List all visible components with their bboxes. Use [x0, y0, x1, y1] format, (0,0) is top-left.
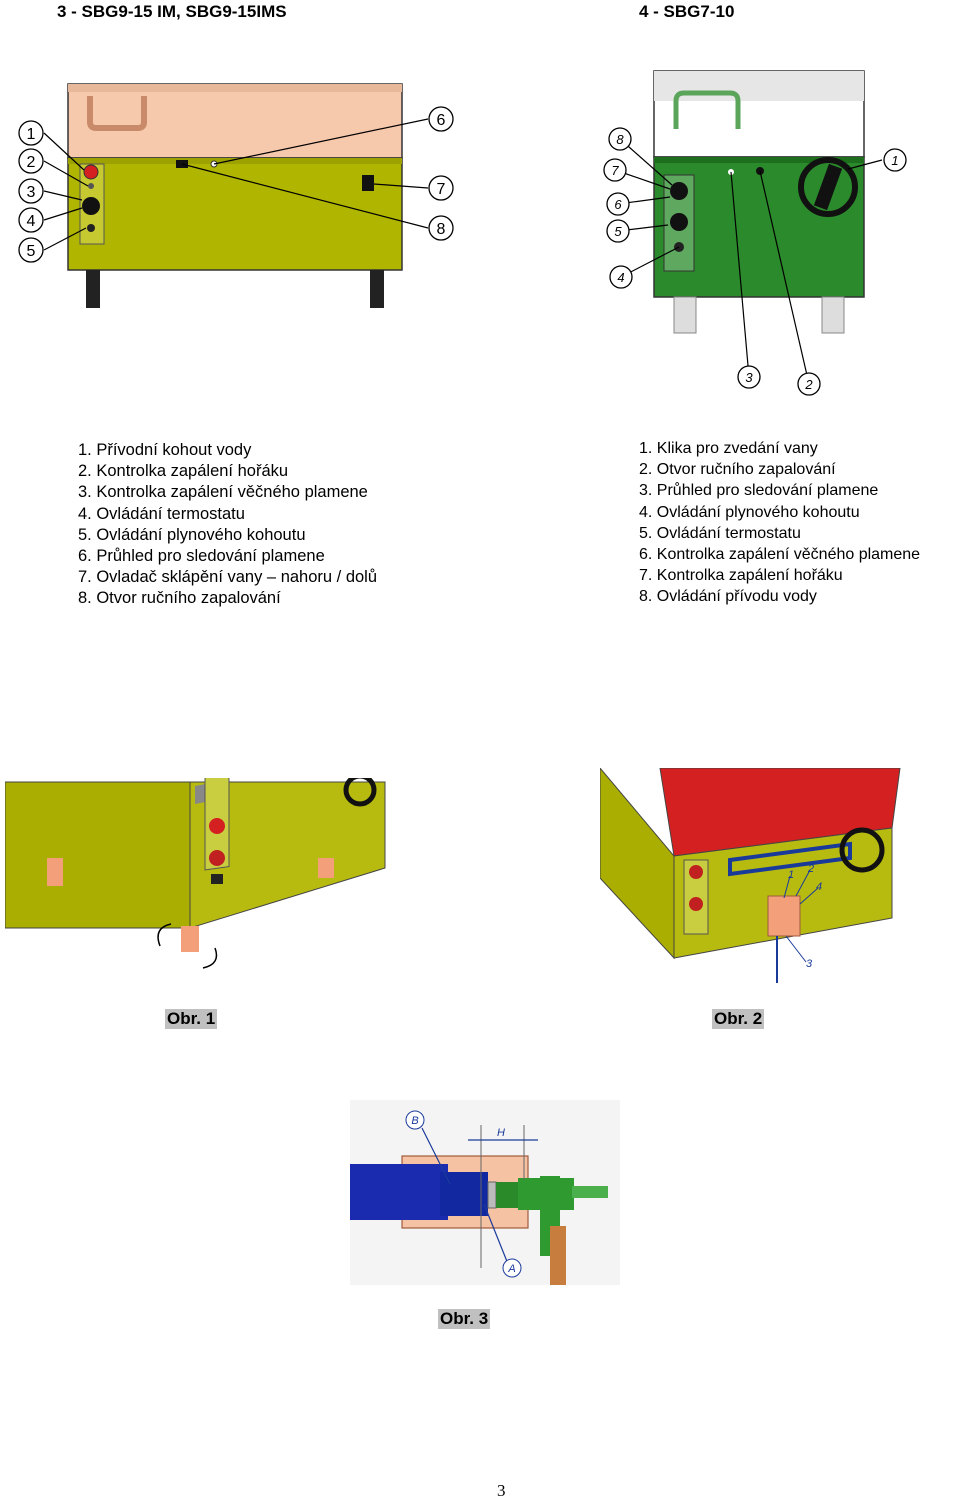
legend-left-item: 2. Kontrolka zapálení hořáku [78, 462, 289, 481]
legend-right-item: 3. Průhled pro sledování plamene [639, 482, 879, 500]
callout-right-3: 3 [745, 370, 753, 385]
legend-right-item: 8. Ovládání přívodu vody [639, 588, 817, 606]
legend-left-item: 1. Přívodní kohout vody [78, 441, 252, 459]
heading-right: 4 - SBG7-10 [639, 2, 735, 21]
callout-right-4: 4 [617, 270, 624, 285]
callout-right-5: 5 [614, 224, 622, 239]
callout-left-4: 4 [27, 213, 36, 230]
fig3-label-h: H [497, 1127, 505, 1139]
callout-left-6: 6 [437, 112, 446, 129]
diagram-obr2: 1 2 3 4 [600, 768, 901, 983]
diagram-obr1 [5, 778, 386, 969]
heading-left: 3 - SBG9-15 IM, SBG9-15IMS [57, 2, 287, 21]
callout-left-2: 2 [27, 154, 36, 171]
fig2-label-2: 2 [807, 863, 814, 875]
legend-right: 1. Klika pro zvedání vany 2. Otvor ruční… [639, 438, 920, 608]
legend-left-item: 8. Otvor ručního zapalování [78, 589, 281, 608]
callout-left-7: 7 [437, 181, 446, 198]
legend-left-item: 3. Kontrolka zapálení věčného plamene [78, 483, 368, 502]
callout-left-5: 5 [27, 243, 36, 260]
fig3-label-a: A [507, 1263, 515, 1275]
callout-left-8: 8 [437, 221, 446, 238]
fig2-label-1: 1 [788, 869, 794, 881]
callout-right-6: 6 [614, 197, 622, 212]
callout-right-8: 8 [616, 132, 624, 147]
fig3-label-b: B [411, 1115, 418, 1127]
legend-right-item: 1. Klika pro zvedání vany [639, 440, 818, 457]
callout-right-1: 1 [891, 153, 898, 168]
legend-right-item: 2. Otvor ručního zapalování [639, 461, 836, 479]
callout-left-3: 3 [27, 184, 36, 201]
fig2-label-4: 4 [816, 881, 822, 893]
fig2-label-3: 3 [806, 958, 813, 970]
caption-obr3: Obr. 3 [438, 1309, 491, 1329]
callout-left-1: 1 [27, 126, 36, 143]
page-number: 3 [497, 1481, 506, 1500]
legend-right-item: 5. Ovládání termostatu [639, 524, 801, 542]
caption-obr1: Obr. 1 [165, 1009, 218, 1029]
legend-left-item: 5. Ovládání plynového kohoutu [78, 525, 306, 544]
diagram-sbg9-15-front: 1 2 3 4 5 6 7 8 [18, 83, 454, 308]
callout-right-2: 2 [804, 377, 813, 392]
legend-left: 1. Přívodní kohout vody 2. Kontrolka zap… [78, 440, 377, 610]
diagram-obr3: B H A [350, 1100, 620, 1285]
legend-left-item: 6. Průhled pro sledování plamene [78, 547, 325, 566]
diagram-sbg7-10-front: 1 2 3 4 5 6 7 8 [603, 70, 907, 396]
legend-right-item: 7. Kontrolka zapálení hořáku [639, 567, 843, 585]
callout-right-7: 7 [611, 163, 619, 178]
legend-left-item: 4. Ovládání termostatu [78, 504, 245, 523]
legend-left-item: 7. Ovladač sklápění vany – nahoru / dolů [78, 568, 378, 587]
caption-obr2: Obr. 2 [712, 1009, 765, 1029]
legend-right-item: 6. Kontrolka zapálení věčného plamene [639, 546, 921, 564]
legend-right-item: 4. Ovládání plynového kohoutu [639, 503, 860, 521]
